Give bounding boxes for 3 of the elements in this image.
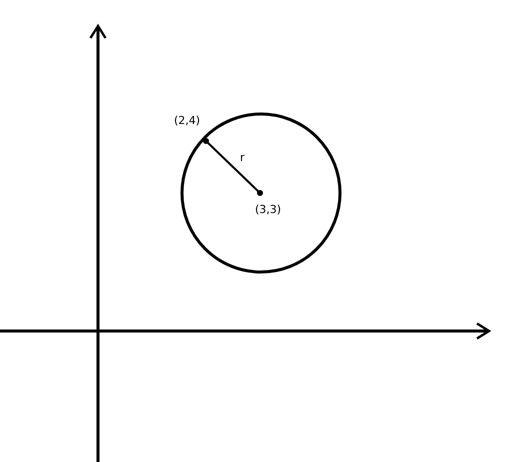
radius-line bbox=[205, 140, 261, 194]
point-label: (3,3) bbox=[255, 203, 282, 216]
point-label: (2,4) bbox=[174, 114, 200, 127]
